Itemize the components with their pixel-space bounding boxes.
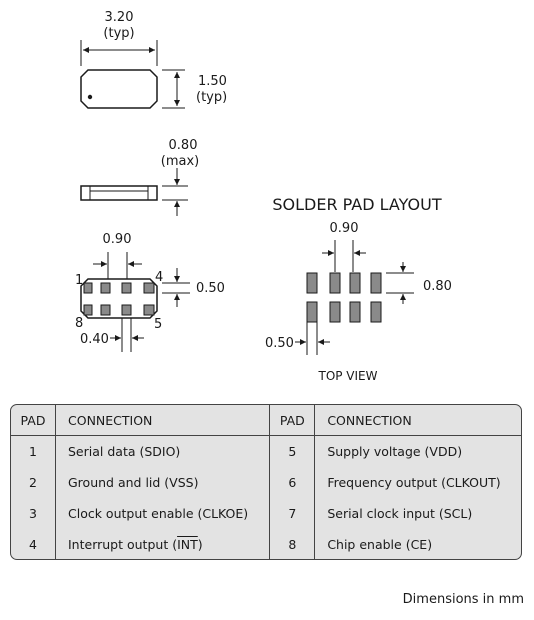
table-row: 1 Serial data (SDIO) 5 Supply voltage (V… [11, 435, 521, 467]
table-row: 2 Ground and lid (VSS) 6 Frequency outpu… [11, 467, 521, 498]
height-dim-label: 1.50 [198, 74, 227, 89]
package-bottom-view: 0.90 1 4 8 5 0.50 0.40 [75, 232, 225, 352]
pad-number: 4 [29, 537, 37, 552]
pad-height-dim-label: 0.50 [196, 281, 225, 296]
pad-connection: Serial clock input (SCL) [314, 498, 521, 529]
pad-connection: Ground and lid (VSS) [54, 467, 270, 498]
pin-label-8: 8 [75, 316, 83, 331]
pin-label-1: 1 [75, 273, 83, 288]
pad-connection: Chip enable (CE) [314, 529, 521, 559]
solder-pad-layout: SOLDER PAD LAYOUT 0.90 0.80 0.50 TOP VIE… [265, 195, 452, 383]
pad-connection: Supply voltage (VDD) [314, 435, 521, 467]
package-outline [80, 69, 158, 109]
package-side-view: 0.80 (max) [80, 138, 199, 216]
table-row: 4 Interrupt output (INT) 8 Chip enable (… [11, 529, 521, 559]
package-top-view: 3.20 (typ) 1.50 (typ) [80, 10, 227, 109]
pad-connection: Serial data (SDIO) [54, 435, 270, 467]
pad-5 [143, 304, 155, 316]
connection-text: Interrupt output ( [68, 537, 178, 552]
land-7 [329, 301, 341, 323]
solder-layout-title: SOLDER PAD LAYOUT [272, 195, 441, 214]
width-dim-label: 3.20 [105, 10, 134, 25]
solder-pitch-label: 0.90 [330, 221, 359, 236]
table-header-row: PAD CONNECTION PAD CONNECTION [11, 405, 521, 436]
overline-signal: INT [177, 537, 198, 552]
package-drawing: 3.20 (typ) 1.50 (typ) 0.80 (max) 0.90 [75, 10, 452, 383]
height-dim-note: (typ) [196, 90, 227, 105]
pin-label-4: 4 [155, 270, 163, 285]
pad-1 [83, 282, 93, 294]
pad-connection: Interrupt output (INT) [54, 529, 270, 559]
pad-connection-table: PAD CONNECTION PAD CONNECTION 1 Serial d… [10, 404, 522, 560]
col-header-pad: PAD [11, 405, 56, 436]
pad-number: 5 [269, 435, 315, 467]
pad-number: 2 [29, 475, 37, 490]
solder-pad-width-label: 0.50 [265, 336, 294, 351]
table-row: 3 Clock output enable (CLKOE) 7 Serial c… [11, 498, 521, 529]
land-2 [329, 272, 341, 294]
thickness-dim-note: (max) [161, 154, 199, 169]
pad-number: 3 [29, 506, 37, 521]
land-5 [370, 301, 382, 323]
solder-pad-height-label: 0.80 [423, 279, 452, 294]
connection-text-tail: ) [197, 537, 203, 552]
pad-width-dim-label: 0.40 [80, 332, 109, 347]
pad-number: 7 [269, 498, 315, 529]
pad-7 [100, 304, 111, 316]
col-header-connection: CONNECTION [54, 405, 270, 436]
width-dim-note: (typ) [103, 26, 134, 41]
pin1-dot [87, 94, 93, 100]
pad-number: 8 [269, 529, 315, 559]
land-1 [306, 272, 318, 294]
top-view-label: TOP VIEW [317, 369, 377, 383]
units-note: Dimensions in mm [402, 592, 524, 607]
land-4 [370, 272, 382, 294]
pad-connection: Frequency output (CLKOUT) [314, 467, 521, 498]
col-header-connection: CONNECTION [314, 405, 521, 436]
pad-8 [83, 304, 93, 316]
thickness-dim-label: 0.80 [169, 138, 198, 153]
pin-label-5: 5 [154, 317, 162, 332]
col-header-pad: PAD [269, 405, 315, 436]
pad-3 [121, 282, 132, 294]
pad-number: 6 [269, 467, 315, 498]
land-3 [349, 272, 361, 294]
land-6 [349, 301, 361, 323]
pad-4 [143, 282, 155, 294]
land-8 [306, 301, 318, 323]
pad-2 [100, 282, 111, 294]
pad-6 [121, 304, 132, 316]
pitch-dim-label: 0.90 [103, 232, 132, 247]
pad-number: 1 [29, 444, 37, 459]
pad-connection: Clock output enable (CLKOE) [54, 498, 270, 529]
